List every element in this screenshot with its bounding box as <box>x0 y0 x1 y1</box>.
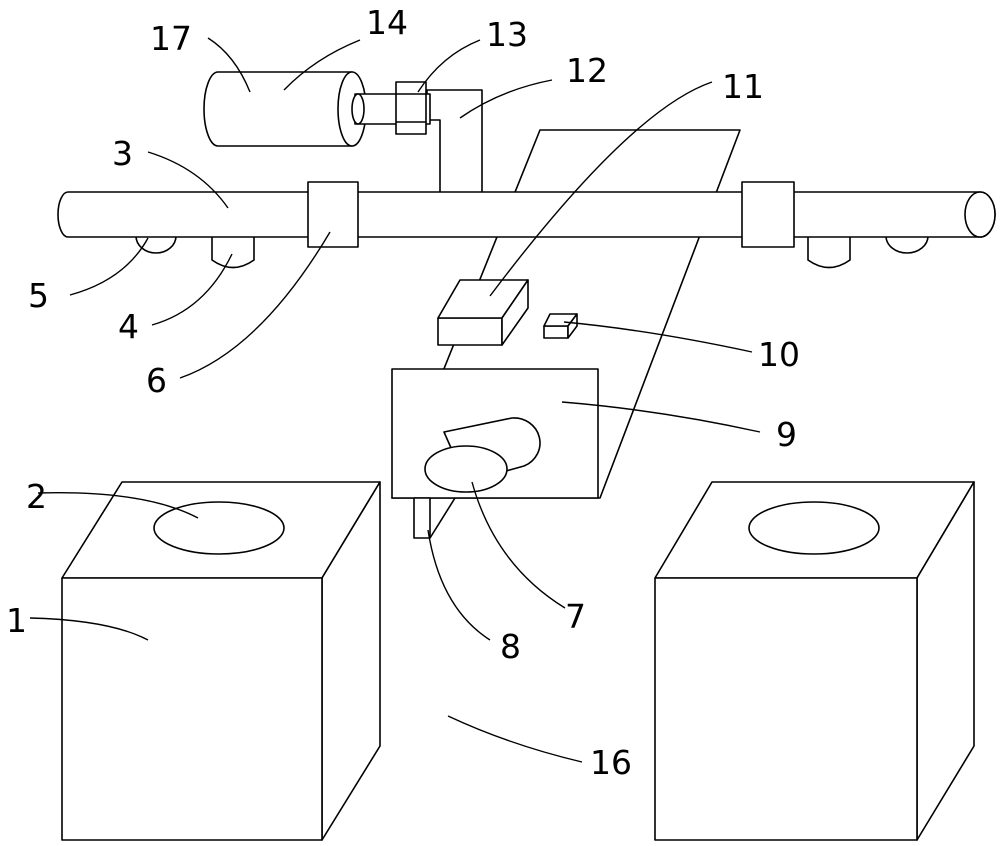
component-11 <box>437 279 529 346</box>
label-14: 14 <box>366 3 408 42</box>
bracket-12 <box>426 89 483 196</box>
leader-lines <box>29 37 761 763</box>
probe-8 <box>413 497 456 539</box>
label-3: 3 <box>112 134 133 173</box>
label-16: 16 <box>590 743 632 782</box>
label-8: 8 <box>500 627 521 666</box>
bin-opening-right <box>748 501 880 555</box>
label-10: 10 <box>758 335 800 374</box>
bin-opening-2 <box>153 501 285 555</box>
bin-1-left <box>61 481 381 841</box>
label-6: 6 <box>146 361 167 400</box>
wheel-5-left <box>135 235 177 254</box>
label-13: 13 <box>486 15 528 54</box>
rail-3 <box>57 191 996 238</box>
label-1: 1 <box>6 601 27 640</box>
wheel-5-right <box>885 235 929 254</box>
label-11: 11 <box>722 67 764 106</box>
mount-4-left <box>211 235 255 269</box>
bin-1-right <box>654 481 975 841</box>
motor-17 <box>203 71 367 147</box>
mount-4-right <box>807 235 851 269</box>
part-labels: 17 14 13 12 11 3 5 4 6 10 9 2 7 1 8 16 <box>6 3 800 782</box>
clamp-6-right <box>741 181 795 248</box>
clamp-6-left <box>307 181 359 248</box>
nozzle-7 <box>424 417 541 493</box>
component-10 <box>543 313 578 339</box>
label-2: 2 <box>26 477 47 516</box>
coupling-13 <box>395 81 427 135</box>
label-7: 7 <box>565 597 586 636</box>
label-12: 12 <box>566 51 608 90</box>
label-9: 9 <box>776 415 797 454</box>
label-17: 17 <box>150 19 192 58</box>
label-5: 5 <box>28 276 49 315</box>
label-4: 4 <box>118 307 139 346</box>
